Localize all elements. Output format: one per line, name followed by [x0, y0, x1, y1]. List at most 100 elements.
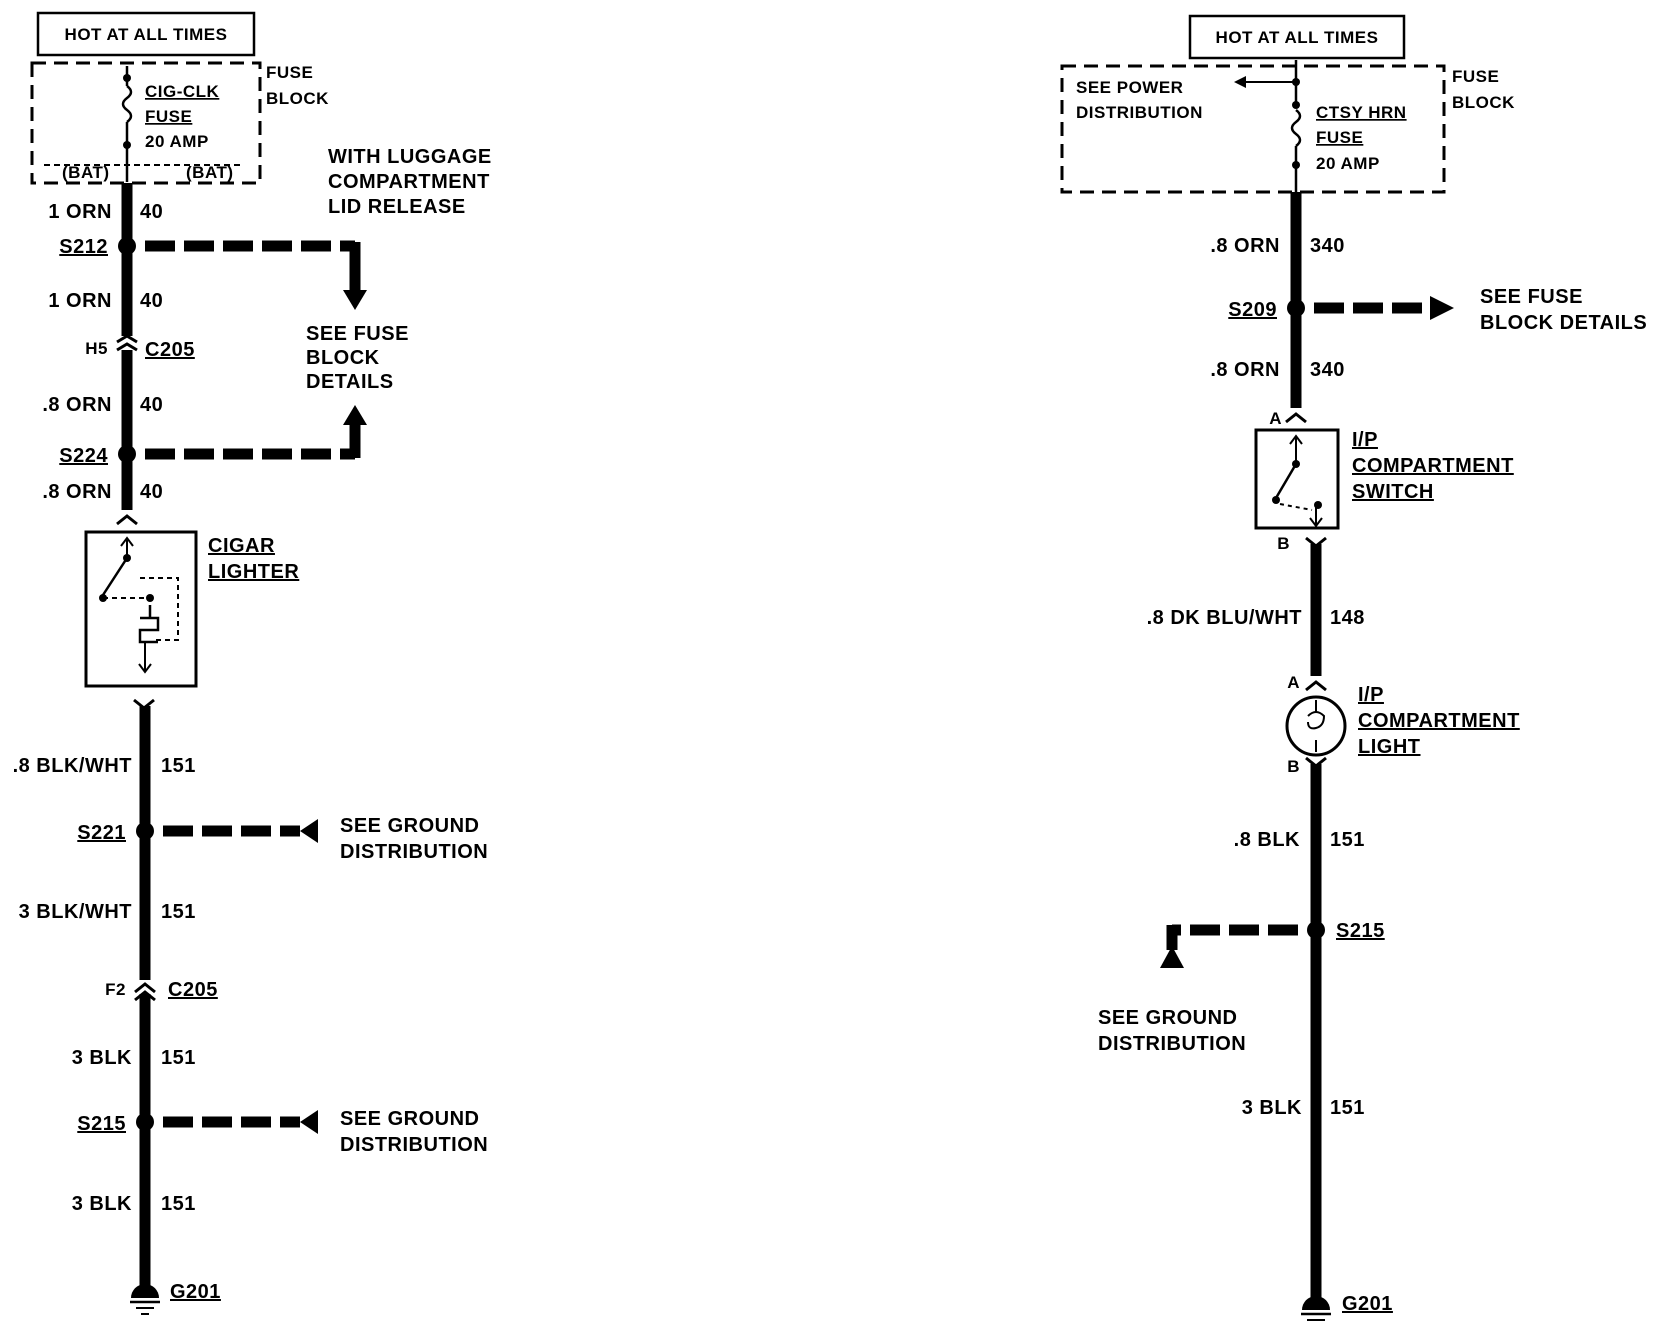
splice-s215-right [1307, 921, 1325, 939]
bat-right: (BAT) [186, 163, 234, 182]
bat-left: (BAT) [62, 163, 110, 182]
luggage-note-3: LID RELEASE [328, 196, 466, 218]
wire2-gauge: 1 ORN [48, 290, 112, 312]
luggage-note-2: COMPARTMENT [328, 171, 490, 193]
wire8-circuit: 151 [161, 1193, 196, 1215]
see-ground2-2: DISTRIBUTION [340, 1134, 488, 1156]
see-ground1-1: SEE GROUND [340, 815, 479, 837]
splice-s212-label: S212 [59, 236, 108, 258]
fuse-amp-right: 20 AMP [1316, 154, 1380, 173]
splice-s221 [136, 822, 154, 840]
conn-h5-name: C205 [145, 339, 195, 361]
splice-s215-right-label: S215 [1336, 920, 1385, 942]
see-ground-r-2: DISTRIBUTION [1098, 1033, 1246, 1055]
wire6-circuit: 151 [161, 901, 196, 923]
switch-label-2: COMPARTMENT [1352, 455, 1514, 477]
r-wire1-circuit: 340 [1310, 235, 1345, 257]
wire6-gauge: 3 BLK/WHT [19, 901, 132, 923]
see-ground-r-1: SEE GROUND [1098, 1007, 1237, 1029]
fuse-block-box-left [30, 61, 262, 185]
conn-f2-pin: F2 [105, 980, 126, 999]
light-pin-b: B [1287, 757, 1300, 776]
fuse-name-r-1: CTSY HRN [1316, 103, 1407, 122]
wire5-circuit: 151 [161, 755, 196, 777]
ground-g201-left-label: G201 [170, 1281, 221, 1303]
r-wire2-circuit: 340 [1310, 359, 1345, 381]
cigar-lighter-box [84, 530, 198, 688]
see-fuse-3: DETAILS [306, 371, 394, 393]
fuse-name-r-2: FUSE [1316, 128, 1363, 147]
arrow-up-icon [1160, 946, 1184, 968]
wire7-circuit: 151 [161, 1047, 196, 1069]
fuse-name-1: CIG-CLK [145, 82, 220, 101]
fuse-symbol-icon [121, 85, 133, 123]
see-power-1: SEE POWER [1076, 78, 1183, 97]
wire3-circuit: 40 [140, 394, 163, 416]
r-wire5-circuit: 151 [1330, 1097, 1365, 1119]
arrow-up-icon [343, 405, 367, 425]
switch-label-3: SWITCH [1352, 481, 1434, 503]
r-wire2-gauge: .8 ORN [1210, 359, 1280, 381]
splice-s221-label: S221 [77, 822, 126, 844]
wire2-circuit: 40 [140, 290, 163, 312]
ip-compartment-light-bulb-icon [1285, 695, 1347, 757]
ground-g201-right-label: G201 [1342, 1293, 1393, 1315]
luggage-note-1: WITH LUGGAGE [328, 146, 492, 168]
light-label-3: LIGHT [1358, 736, 1421, 758]
see-fuse-1: SEE FUSE [306, 323, 409, 345]
fuse-block-r-1: FUSE [1452, 67, 1499, 86]
wire1-gauge: 1 ORN [48, 201, 112, 223]
cigar-lighter-label-1: CIGAR [208, 535, 275, 557]
light-label-1: I/P [1358, 684, 1384, 706]
splice-s209 [1287, 299, 1305, 317]
r-wire4-circuit: 151 [1330, 829, 1365, 851]
see-ground2-1: SEE GROUND [340, 1108, 479, 1130]
see-fuse-r-2: BLOCK DETAILS [1480, 312, 1647, 334]
light-label-2: COMPARTMENT [1358, 710, 1520, 732]
arrow-left-icon [300, 1110, 318, 1134]
connector-c205-h5-icon [116, 334, 138, 352]
conn-f2-name: C205 [168, 979, 218, 1001]
see-fuse-r-1: SEE FUSE [1480, 286, 1583, 308]
arrow-right-icon [1430, 296, 1454, 320]
r-wire5-gauge: 3 BLK [1242, 1097, 1302, 1119]
fuse-block-box-right [1060, 64, 1446, 194]
fuse-name-2: FUSE [145, 107, 192, 126]
r-wire1-gauge: .8 ORN [1210, 235, 1280, 257]
fuse-symbol-icon [1290, 109, 1302, 147]
cigar-lighter-symbol-icon [99, 536, 179, 674]
switch-pin-b: B [1277, 534, 1290, 553]
hot-at-all-times-box [36, 11, 256, 57]
ip-compartment-circuit: HOT AT ALL TIMES FUSE BLOCK SEE POWER DI… [1060, 14, 1647, 1321]
wire1-circuit: 40 [140, 201, 163, 223]
fuse-block-r-2: BLOCK [1452, 93, 1515, 112]
splice-s209-label: S209 [1228, 299, 1277, 321]
ground-icon [1301, 1296, 1331, 1321]
wire4-gauge: .8 ORN [42, 481, 112, 503]
cigar-lighter-circuit: HOT AT ALL TIMES FUSE BLOCK CIG-CLK FUSE… [13, 11, 492, 1315]
fuse-amp-left: 20 AMP [145, 132, 209, 151]
splice-s215-left-label: S215 [77, 1113, 126, 1135]
wire5-gauge: .8 BLK/WHT [13, 755, 132, 777]
switch-symbol-icon [1272, 434, 1323, 528]
hot-label-left: HOT AT ALL TIMES [65, 25, 228, 44]
see-power-2: DISTRIBUTION [1076, 103, 1203, 122]
splice-s224 [118, 445, 136, 463]
connector-c205-f2-icon [134, 982, 156, 1002]
fuse-block-label-2: BLOCK [266, 89, 329, 108]
wire4-circuit: 40 [140, 481, 163, 503]
conn-h5-pin: H5 [85, 339, 108, 358]
splice-s224-label: S224 [59, 445, 108, 467]
switch-pin-a: A [1269, 409, 1282, 428]
arrow-left-icon [300, 819, 318, 843]
fuse-block-label-1: FUSE [266, 63, 313, 82]
wire3-gauge: .8 ORN [42, 394, 112, 416]
switch-label-1: I/P [1352, 429, 1378, 451]
splice-s212 [118, 237, 136, 255]
cigar-lighter-label-2: LIGHTER [208, 561, 299, 583]
hot-label-right: HOT AT ALL TIMES [1216, 28, 1379, 47]
see-fuse-2: BLOCK [306, 347, 380, 369]
r-wire3-gauge: .8 DK BLU/WHT [1147, 607, 1302, 629]
see-ground1-2: DISTRIBUTION [340, 841, 488, 863]
